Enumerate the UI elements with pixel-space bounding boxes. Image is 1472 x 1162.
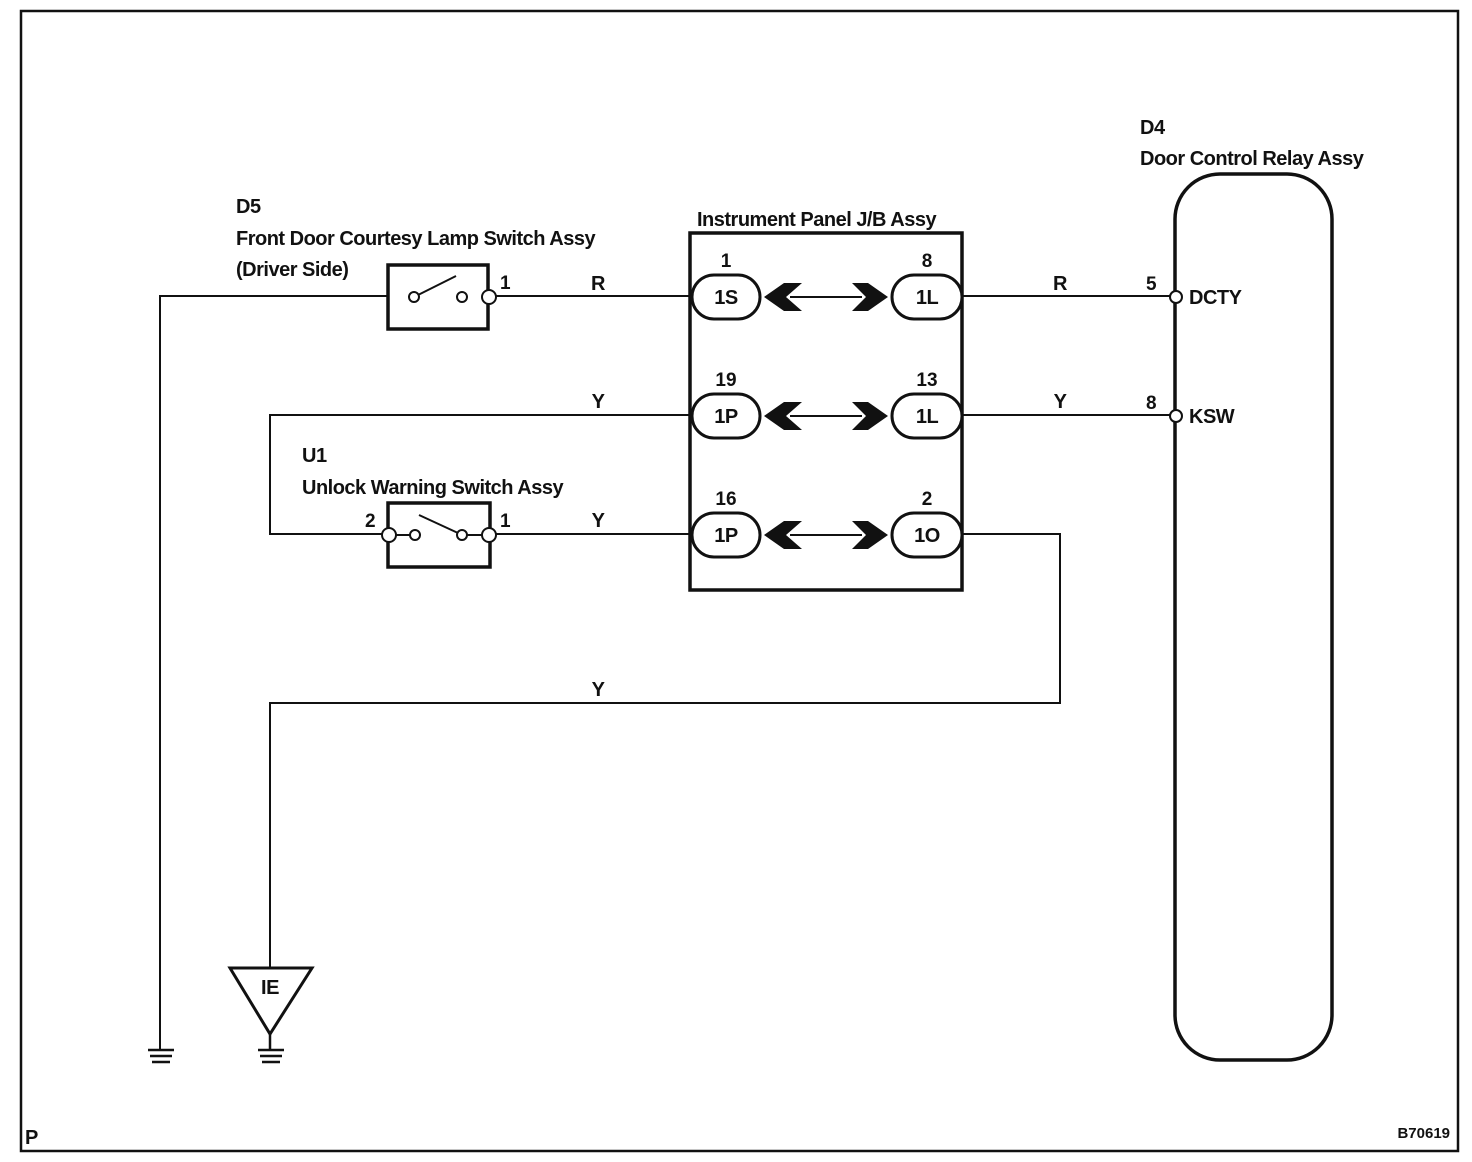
page-id: P: [25, 1127, 38, 1149]
jb-row-1: 1 8 1S 1L: [690, 251, 964, 321]
jb-row-2-left-conn-label: 1P: [714, 406, 738, 428]
warning-switch-name: Unlock Warning Switch Assy: [302, 477, 564, 499]
jb-row-2-right-conn-label: 1L: [916, 406, 939, 428]
jb-row-2-left-connector: [690, 392, 762, 440]
wire-color-y-ground: Y: [592, 679, 606, 701]
diagram-frame: [19, 9, 1460, 1153]
jb-row-1-left-arrow: [764, 283, 802, 311]
ground-point-label: IE: [261, 977, 279, 999]
warning-switch-contact: [381, 514, 497, 543]
relay-code: D4: [1140, 117, 1166, 139]
wire-y-loop: [269, 414, 692, 535]
relay-pin-ksw: 8: [1146, 393, 1157, 414]
jb-row-1-left-pin: 1: [721, 251, 732, 272]
jb-row-3: 16 2 1P 1O: [690, 489, 964, 559]
ground-symbol-left: [148, 1048, 174, 1064]
wire-color-y-switch: Y: [592, 510, 606, 532]
warning-switch-pin-left: 2: [365, 511, 376, 532]
jb-row-3-right-conn-label: 1O: [914, 525, 940, 547]
jb-row-2-left-arrow: [764, 402, 802, 430]
wire-color-y-ksw: Y: [1054, 391, 1068, 413]
jb-row-3-left-connector: [690, 511, 762, 559]
figure-code: B70619: [1397, 1125, 1450, 1142]
relay-signal-dcty: DCTY: [1189, 287, 1243, 309]
jb-row-1-right-connector: [890, 273, 964, 321]
relay-body: [1173, 172, 1334, 1062]
jb-row-2-right-connector: [890, 392, 964, 440]
jb-row-1-right-conn-label: 1L: [916, 287, 939, 309]
courtesy-switch-body: [386, 263, 490, 331]
warning-switch-code: U1: [302, 445, 327, 467]
jb-row-1-right-pin: 8: [922, 251, 933, 272]
courtesy-switch-pin: 1: [500, 273, 511, 294]
wire-courtesy-ground: [159, 295, 388, 1050]
courtesy-switch-side: (Driver Side): [236, 259, 348, 281]
jb-row-3-left-pin: 16: [715, 489, 736, 510]
courtesy-switch-contact: [408, 275, 497, 305]
jb-row-3-right-arrow: [852, 521, 888, 549]
warning-switch-pin-right: 1: [500, 511, 511, 532]
jb-row-3-right-connector: [890, 511, 964, 559]
jb-row-2: 19 13 1P 1L: [690, 370, 964, 440]
jb-row-1-right-arrow: [852, 283, 888, 311]
jb-row-2-left-pin: 19: [715, 370, 736, 391]
jb-row-1-left-conn-label: 1S: [714, 287, 738, 309]
jb-row-3-right-pin: 2: [922, 489, 933, 510]
jb-row-2-right-arrow: [852, 402, 888, 430]
relay-terminal-ksw: [1169, 409, 1183, 423]
ground-point-triangle: [227, 966, 315, 1037]
relay-pin-dcty: 5: [1146, 274, 1157, 295]
jb-row-1-left-connector: [690, 273, 762, 321]
wire-color-r-left: R: [591, 273, 606, 295]
junction-block-title: Instrument Panel J/B Assy: [697, 209, 937, 231]
jb-row-3-left-arrow: [764, 521, 802, 549]
jb-row-3-left-conn-label: 1P: [714, 525, 738, 547]
wire-color-y-loop: Y: [592, 391, 606, 413]
relay-terminal-dcty: [1169, 290, 1183, 304]
ground-symbol-ie: [258, 1034, 284, 1064]
relay-signal-ksw: KSW: [1189, 406, 1235, 428]
wire-y-ground: [269, 533, 1061, 968]
courtesy-switch-name: Front Door Courtesy Lamp Switch Assy: [236, 228, 596, 250]
relay-name: Door Control Relay Assy: [1140, 148, 1365, 170]
wire-color-r-right: R: [1053, 273, 1068, 295]
jb-row-2-right-pin: 13: [916, 370, 937, 391]
courtesy-switch-code: D5: [236, 196, 261, 218]
